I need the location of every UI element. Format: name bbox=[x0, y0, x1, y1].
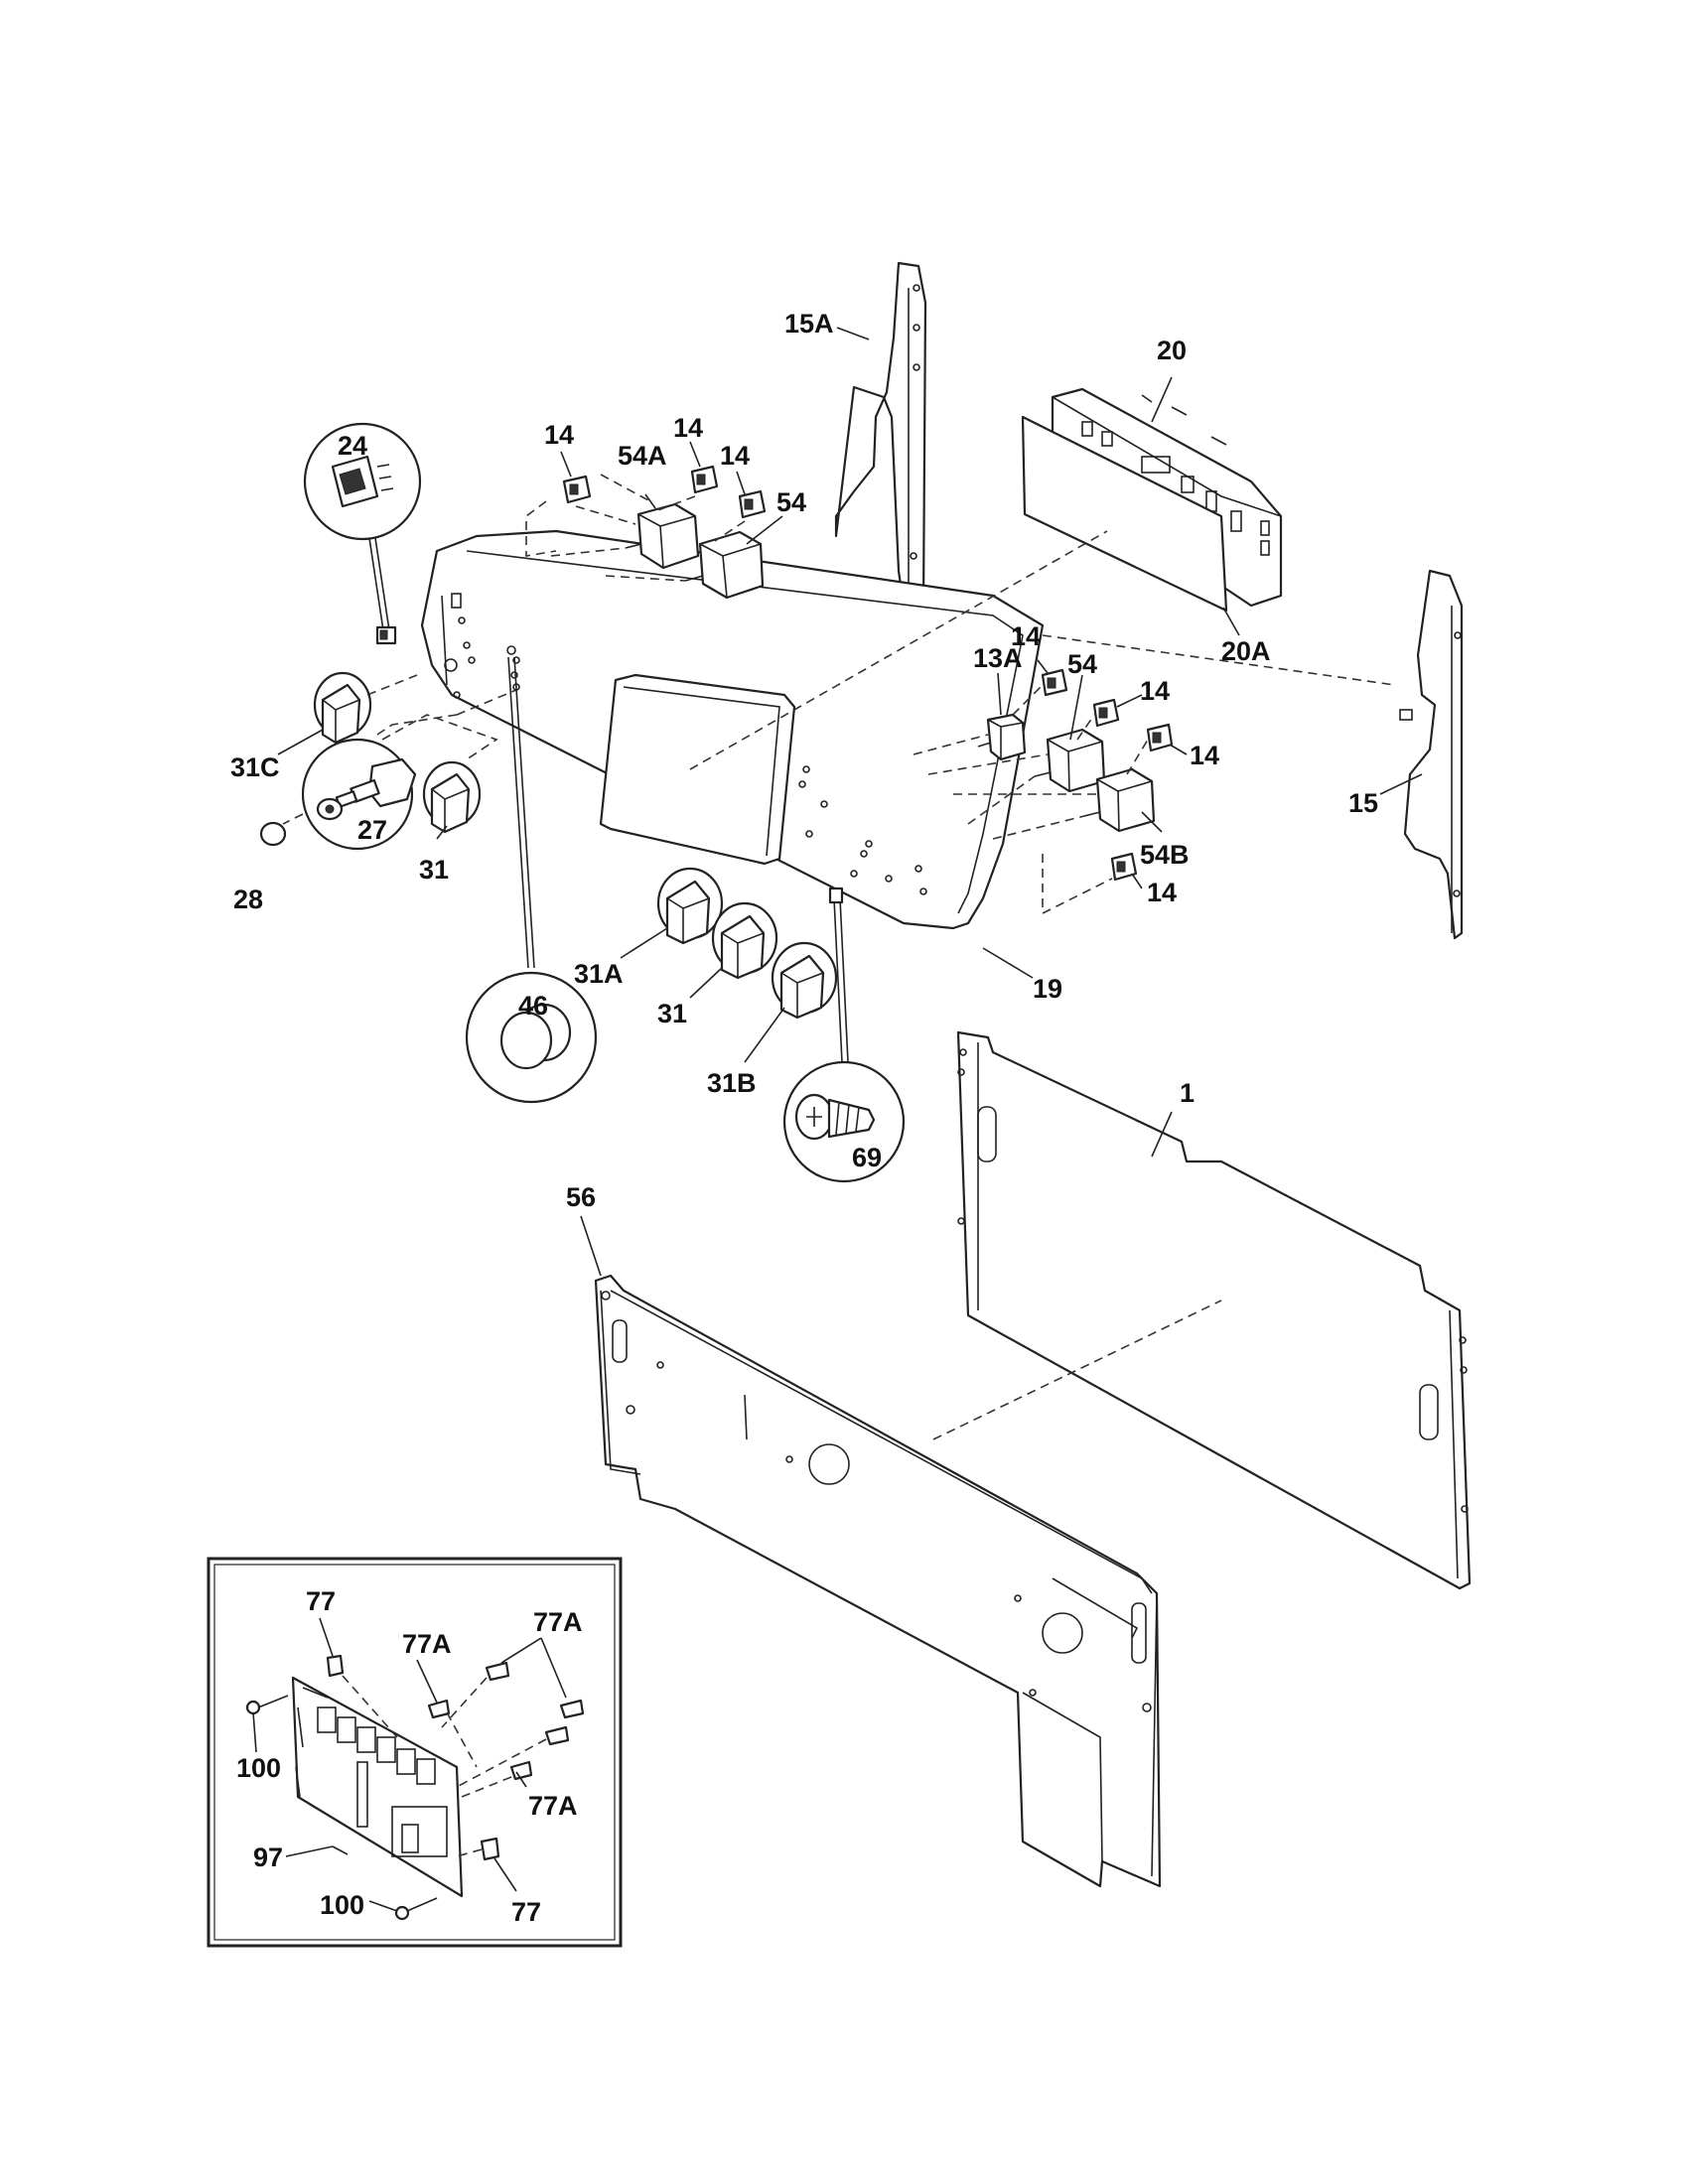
switch-54-top bbox=[684, 530, 765, 600]
label-14g: 14 bbox=[1147, 878, 1177, 907]
label-54B: 54B bbox=[1140, 840, 1190, 870]
screw-69-inset bbox=[782, 887, 906, 1183]
switch-54A bbox=[625, 502, 700, 570]
grommet-46-inset bbox=[465, 656, 598, 1104]
label-14e: 14 bbox=[1140, 676, 1170, 706]
control-board-97 bbox=[291, 1676, 464, 1898]
label-31b: 31 bbox=[657, 999, 687, 1028]
clip-77A-a bbox=[427, 1699, 451, 1719]
label-14a: 14 bbox=[544, 420, 574, 450]
label-15: 15 bbox=[1348, 788, 1378, 818]
knob-31B bbox=[771, 941, 838, 1020]
label-77Aa: 77A bbox=[402, 1629, 452, 1659]
cap-28 bbox=[259, 821, 287, 847]
switch-14-d bbox=[1041, 668, 1068, 697]
end-bracket-15A bbox=[834, 261, 927, 637]
label-14d: 14 bbox=[1011, 621, 1041, 651]
rocker-switch-24-inset bbox=[303, 422, 422, 645]
label-56: 56 bbox=[566, 1182, 596, 1212]
knob-31-left bbox=[422, 760, 482, 834]
label-77Ac: 77A bbox=[528, 1791, 578, 1821]
label-20A: 20A bbox=[1221, 636, 1271, 666]
label-14b: 14 bbox=[673, 413, 703, 443]
label-54A: 54A bbox=[618, 441, 667, 471]
label-27: 27 bbox=[357, 815, 387, 845]
screw-100-bottom bbox=[394, 1897, 438, 1921]
part-labels: 15A 20 20A 15 24 14 14 14 54A 54 13A 14 … bbox=[230, 309, 1378, 1927]
knob-31-bottom bbox=[711, 901, 778, 980]
control-panel-19 bbox=[420, 529, 1045, 930]
label-31C: 31C bbox=[230, 752, 280, 782]
board-inset-box bbox=[207, 1557, 623, 1948]
label-13A: 13A bbox=[973, 643, 1023, 673]
overlay-20A bbox=[1021, 415, 1228, 613]
standoff-77-bottom bbox=[480, 1837, 500, 1861]
switch-14-a bbox=[562, 475, 592, 504]
label-77b: 77 bbox=[511, 1897, 541, 1927]
label-46: 46 bbox=[518, 991, 548, 1021]
label-28: 28 bbox=[233, 885, 263, 914]
label-1: 1 bbox=[1180, 1078, 1195, 1108]
screw-100-top bbox=[245, 1695, 289, 1715]
label-19: 19 bbox=[1033, 974, 1062, 1004]
label-31a: 31 bbox=[419, 855, 449, 885]
rear-panel-1 bbox=[956, 1030, 1472, 1590]
label-97: 97 bbox=[253, 1843, 283, 1872]
label-77a: 77 bbox=[306, 1586, 336, 1616]
label-54b: 54 bbox=[1067, 649, 1097, 679]
label-54a: 54 bbox=[776, 487, 806, 517]
label-14c: 14 bbox=[720, 441, 750, 471]
knob-31C bbox=[313, 671, 372, 745]
label-100a: 100 bbox=[236, 1753, 281, 1783]
switch-14-b bbox=[690, 465, 719, 494]
label-31A: 31A bbox=[574, 959, 624, 989]
label-15A: 15A bbox=[784, 309, 834, 339]
lower-panel-56 bbox=[594, 1274, 1162, 1888]
switch-14-g bbox=[1110, 852, 1138, 882]
label-69: 69 bbox=[852, 1143, 882, 1172]
switch-54B bbox=[1083, 767, 1156, 833]
switch-54-right bbox=[1034, 728, 1106, 793]
switch-14-c bbox=[738, 489, 767, 519]
standoff-77-top bbox=[326, 1654, 345, 1678]
label-31B: 31B bbox=[707, 1068, 757, 1098]
label-100b: 100 bbox=[320, 1890, 364, 1920]
clip-77A-c bbox=[509, 1760, 533, 1781]
label-24: 24 bbox=[338, 431, 367, 461]
clip-77A-b bbox=[485, 1661, 585, 1746]
label-20: 20 bbox=[1157, 336, 1187, 365]
igniter-27-inset bbox=[301, 738, 417, 851]
end-bracket-15 bbox=[1399, 569, 1464, 940]
knob-31A bbox=[656, 867, 724, 945]
leader-lines bbox=[252, 327, 1423, 1912]
label-14f: 14 bbox=[1190, 741, 1219, 770]
switch-14-e bbox=[1092, 698, 1120, 728]
switch-13A bbox=[977, 713, 1027, 761]
label-77Ab: 77A bbox=[533, 1607, 583, 1637]
switch-14-f bbox=[1146, 723, 1174, 752]
